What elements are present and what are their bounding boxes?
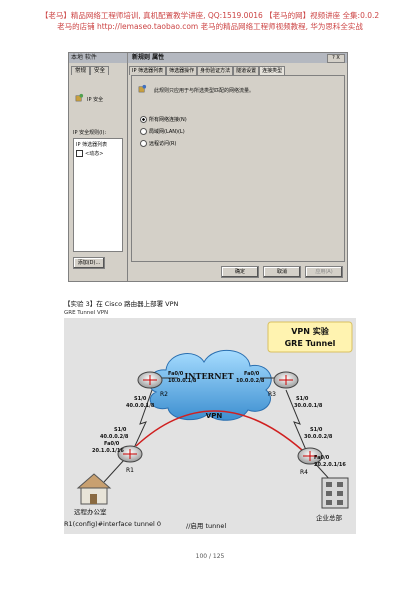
left-icon-label: IP 安全 — [87, 97, 104, 103]
router-r4-name: R4 — [300, 469, 308, 476]
section-caption: 【实验 3】在 Cisco 路由器上部署 VPN — [64, 300, 179, 308]
site-left-label: 远程办公室 — [74, 507, 107, 516]
doc-header-line1: 【老马】精品网络工程师培训, 真机配置教学讲座, QQ:1519.0016 【老… — [40, 11, 380, 20]
router-r1-name: R1 — [126, 467, 134, 474]
router-r3-name: R3 — [268, 391, 276, 398]
tab-filter-list[interactable]: IP 筛选器列表 — [129, 66, 167, 75]
tab-tunnel-settings[interactable]: 隧道设置 — [233, 66, 260, 75]
router-r3-icon: R3 — [268, 371, 299, 398]
radio-all-label: 所有网络连接(N) — [149, 117, 187, 123]
r2-s-ip: 40.0.0.1/8 — [126, 403, 155, 409]
banner-line2: GRE Tunnel — [285, 339, 336, 348]
left-pane: 常规安全 IP 安全 IP 安全规则(I): IP 筛选器列表 <动态> 添加(… — [69, 63, 128, 281]
r3-s-ip: 30.0.0.1/8 — [294, 403, 323, 409]
doc-header-line2: 老马的店铺 http://lemaseo.taobao.com 老马的精品网络工… — [57, 22, 363, 31]
radio-dot[interactable] — [140, 128, 147, 135]
vpn-label: VPN — [206, 412, 223, 420]
settings-screenshot: 本地 软件 新规则 属性 ? X 常规安全 IP 安全 IP 安全规则(I): … — [68, 52, 348, 282]
r4-s-ip: 30.0.0.2/8 — [304, 434, 333, 440]
banner-line1: VPN 实验 — [291, 326, 330, 336]
tab-general[interactable]: 常规 — [71, 66, 91, 75]
r3-s-iface: S1/0 — [296, 396, 309, 402]
radio-all-connections[interactable]: 所有网络连接(N) — [140, 116, 187, 123]
r2-fa-ip: 10.0.0.1/8 — [168, 378, 197, 384]
list-item-label: <动态> — [85, 151, 104, 157]
headquarters-building-icon: 企业总部 — [316, 477, 349, 522]
internet-cloud: INTERNET — [148, 349, 272, 421]
props-window-title: 新规则 属性 — [132, 54, 165, 61]
r4-fa-iface: Fa0/0 — [314, 455, 330, 461]
cancel-button[interactable]: 取消 — [263, 266, 301, 278]
tab-connection-type[interactable]: 连接类型 — [259, 66, 286, 75]
add-button[interactable]: 添加(D)... — [73, 257, 105, 269]
radio-lan[interactable]: 局域网(LAN)(L) — [140, 128, 185, 135]
r4-s-iface: S1/0 — [310, 427, 323, 433]
tab-security[interactable]: 安全 — [90, 66, 110, 75]
r3-fa-iface: Fa0/0 — [244, 371, 260, 377]
vpn-banner: VPN 实验 GRE Tunnel — [267, 321, 353, 353]
r1-fa-iface: Fa0/0 — [104, 441, 120, 447]
list-header: IP 筛选器列表 — [76, 142, 108, 148]
tab-filter-action[interactable]: 筛选器操作 — [166, 66, 198, 75]
page-number: 100 / 125 — [195, 553, 225, 560]
ipsec-policy-icon — [75, 93, 84, 102]
network-rule-icon — [138, 84, 147, 93]
radio-dot-selected[interactable] — [140, 116, 147, 123]
r1-s-iface: S1/0 — [114, 427, 127, 433]
router-r1-icon: R1 — [117, 445, 143, 474]
r4-fa-ip: 20.2.0.1/16 — [314, 462, 346, 468]
router-r4-icon: R4 — [297, 447, 323, 476]
router-r2-name: R2 — [160, 391, 168, 398]
tab-auth-methods[interactable]: 身份验证方法 — [197, 66, 234, 75]
r1-s-ip: 40.0.0.2/8 — [100, 434, 129, 440]
r1-fa-ip: 20.1.0.1/16 — [92, 448, 124, 454]
left-tabs: 常规安全 — [71, 66, 110, 75]
radio-remote-access[interactable]: 远程访问(R) — [140, 140, 176, 147]
ip-security-rules-label: IP 安全规则(I): — [73, 130, 107, 136]
ok-button[interactable]: 确定 — [221, 266, 259, 278]
rule-properties-pane: IP 筛选器列表筛选器操作身份验证方法隧道设置连接类型 此规则只应用于与所选类型… — [129, 63, 345, 281]
config-comment: //启用 tunnel — [186, 522, 227, 530]
section-subcaption: GRE Tunnel VPN — [64, 310, 109, 316]
connection-type-panel: 此规则只应用于与所选类型匹配的网络流量。 所有网络连接(N) 局域网(LAN)(… — [131, 75, 345, 262]
r3-fa-ip: 10.0.0.2/8 — [236, 378, 265, 384]
rules-listbox[interactable]: IP 筛选器列表 <动态> — [73, 138, 123, 252]
list-item[interactable]: <动态> — [76, 150, 103, 157]
r2-s-iface: S1/0 — [134, 396, 147, 402]
topology-svg: VPN 实验 GRE Tunnel INTERNET VPN R2 — [74, 321, 353, 522]
internet-label: INTERNET — [184, 371, 233, 381]
props-window-titlebar: 新规则 属性 ? X — [127, 53, 347, 63]
config-command: R1(config)#interface tunnel 0 — [64, 520, 162, 528]
vpn-topology-diagram: VPN 实验 GRE Tunnel INTERNET VPN R2 — [64, 318, 356, 534]
r2-fa-iface: Fa0/0 — [168, 371, 184, 377]
site-right-label: 企业总部 — [316, 513, 343, 522]
radio-remote-label: 远程访问(R) — [149, 141, 177, 147]
radio-lan-label: 局域网(LAN)(L) — [149, 129, 185, 135]
apply-button[interactable]: 应用(A) — [305, 266, 343, 278]
vpn-tunnel: VPN — [135, 410, 303, 451]
help-close-buttons[interactable]: ? X — [327, 54, 345, 63]
remote-office-house-icon: 远程办公室 — [74, 473, 112, 516]
rule-description: 此规则只应用于与所选类型匹配的网络流量。 — [154, 88, 255, 94]
property-tabs: IP 筛选器列表筛选器操作身份验证方法隧道设置连接类型 — [129, 66, 345, 75]
checkbox[interactable] — [76, 150, 83, 157]
radio-dot[interactable] — [140, 140, 147, 147]
router-r2-icon: R2 — [137, 371, 168, 398]
